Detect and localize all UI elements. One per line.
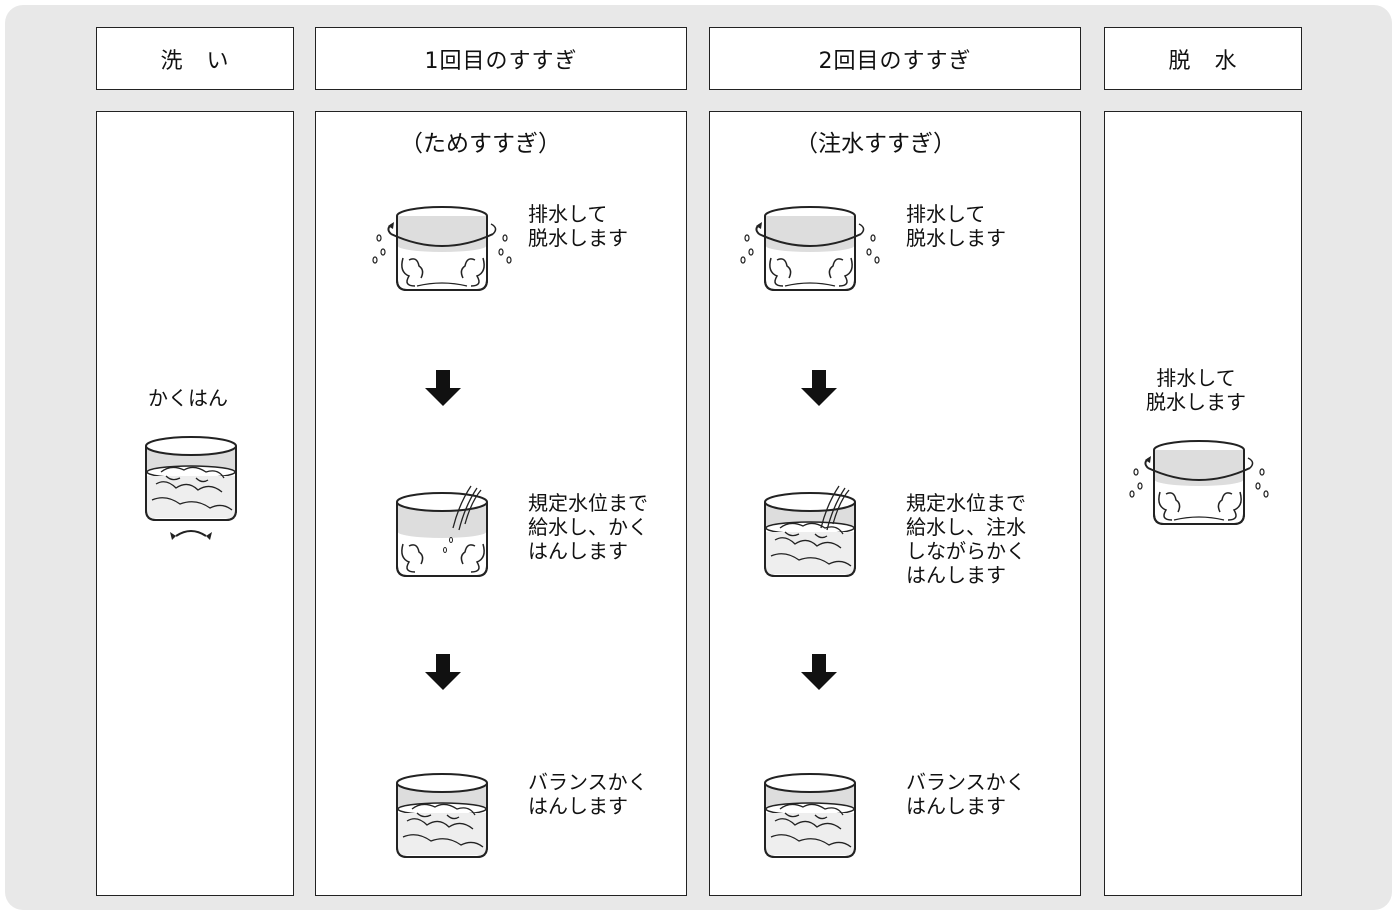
header-rinse-2: 2回目のすすぎ xyxy=(709,27,1081,90)
washing-drum-icon xyxy=(145,436,237,540)
rinse-2-step-3-text: バランスかく はんします xyxy=(906,770,1026,818)
rinse-2-step-1-text: 排水して 脱水します xyxy=(906,202,1006,250)
washing-drum-icon xyxy=(740,206,880,291)
rinse-1-step-2-text: 規定水位まで 給水し、かく はんします xyxy=(528,491,648,563)
down-arrow-icon xyxy=(801,370,837,406)
washing-drum-icon xyxy=(764,773,856,858)
header-rinse-1: 1回目のすすぎ xyxy=(315,27,687,90)
rinse-2-step-2-text: 規定水位まで 給水し、注水 しながらかく はんします xyxy=(906,491,1026,587)
washing-drum-icon xyxy=(372,206,512,291)
header-wash: 洗 い xyxy=(96,27,294,90)
header-wash-label: 洗 い xyxy=(160,48,230,74)
rinse-1-step-1-text: 排水して 脱水します xyxy=(528,202,628,250)
header-spin-label: 脱 水 xyxy=(1168,48,1238,74)
down-arrow-icon xyxy=(425,654,461,690)
rinse-1-subtitle: （ためすすぎ） xyxy=(400,131,561,157)
rinse-2-subtitle: （注水すすぎ） xyxy=(795,131,956,157)
column-rinse-1 xyxy=(315,111,687,896)
washing-drum-icon xyxy=(396,485,488,577)
washing-drum-icon xyxy=(764,485,856,577)
rinse-1-step-3-text: バランスかく はんします xyxy=(528,770,648,818)
down-arrow-icon xyxy=(425,370,461,406)
header-rinse-2-label: 2回目のすすぎ xyxy=(818,48,972,74)
spin-label: 排水して 脱水します xyxy=(1146,366,1246,414)
washing-drum-icon xyxy=(1129,440,1269,525)
header-rinse-1-label: 1回目のすすぎ xyxy=(424,48,578,74)
header-spin: 脱 水 xyxy=(1104,27,1302,90)
wash-label: かくはん xyxy=(148,386,228,410)
washing-drum-icon xyxy=(396,773,488,858)
down-arrow-icon xyxy=(801,654,837,690)
